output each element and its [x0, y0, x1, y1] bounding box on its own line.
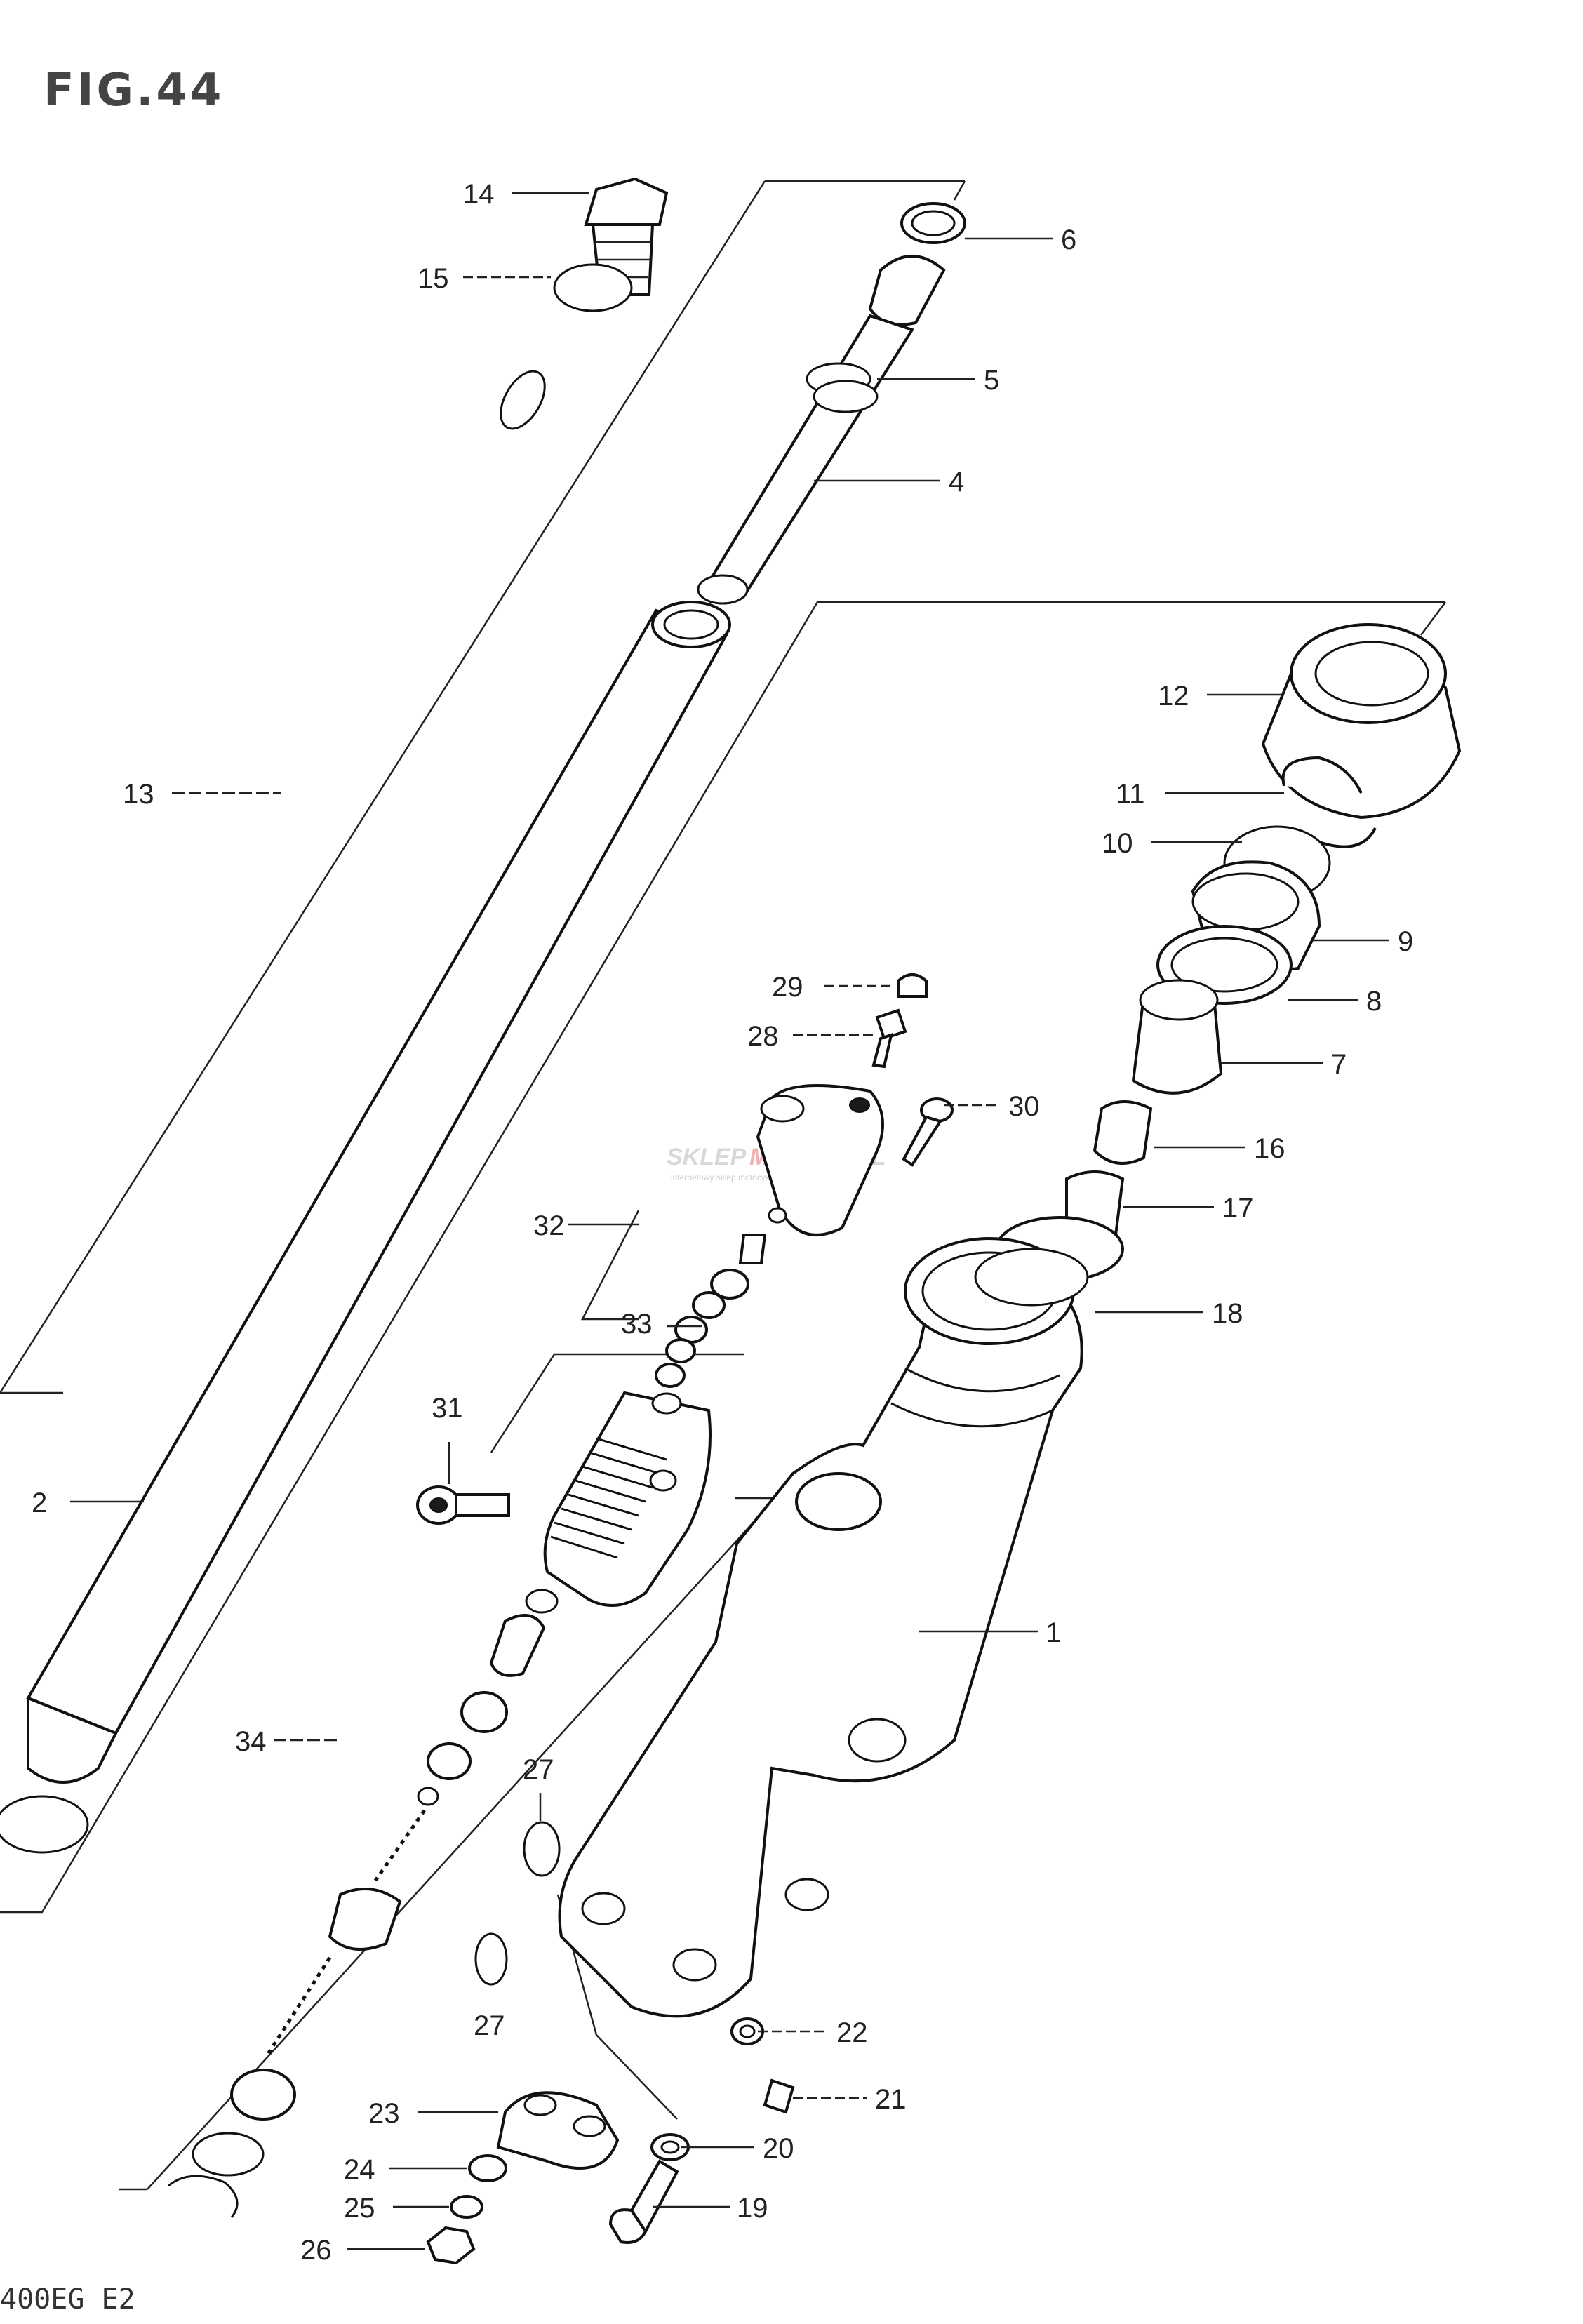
part-31-bolt	[416, 1485, 510, 1525]
part-2-inner-tube	[0, 601, 731, 1854]
callout-4: 4	[949, 467, 964, 497]
part-12-dust-seal	[1261, 623, 1462, 820]
callout-13: 13	[123, 779, 154, 810]
part-27-o-ring-a	[523, 1821, 561, 1877]
part-4-damper-rod	[697, 255, 946, 605]
part-32-housing	[756, 1084, 884, 1236]
callout-30: 30	[1008, 1091, 1040, 1122]
part-27-o-ring-b	[474, 1932, 508, 1986]
part-21-bolt	[763, 2078, 795, 2114]
model-code: 400EG E2	[0, 2283, 135, 2316]
part-5-piston-ring	[806, 362, 879, 413]
callout-25: 25	[344, 2193, 375, 2224]
part-15-o-ring	[553, 263, 633, 312]
part-33-valve-stack	[655, 1207, 787, 1388]
part-18-seal	[974, 1248, 1089, 1307]
callout-28: 28	[747, 1021, 779, 1052]
callout-24: 24	[344, 2154, 375, 2185]
callout-labels: 1 2 4 5 6 7 8 9 10 11 12 13 14 15 16 17 …	[32, 179, 1413, 2266]
callout-31: 31	[432, 1393, 463, 1424]
callout-17: 17	[1222, 1193, 1254, 1224]
callout-32: 32	[533, 1210, 565, 1241]
part-22-washer	[730, 2017, 764, 2045]
leader-lines	[70, 192, 1389, 2250]
callout-9: 9	[1398, 926, 1413, 957]
callout-26: 26	[300, 2235, 332, 2266]
callout-23: 23	[368, 2098, 400, 2129]
callout-8: 8	[1366, 986, 1382, 1017]
part-28-bleeder	[871, 1008, 907, 1069]
callout-34: 34	[235, 1726, 267, 1757]
callout-18: 18	[1212, 1298, 1243, 1329]
callout-15: 15	[418, 263, 449, 294]
part-11-snap-ring	[1281, 756, 1377, 848]
callout-11: 11	[1116, 779, 1145, 810]
part-13-fork-spring	[0, 370, 546, 1322]
callout-12: 12	[1158, 681, 1189, 712]
callout-29: 29	[772, 972, 803, 1003]
callout-27-upper: 27	[523, 1754, 554, 1785]
callout-27-lower: 27	[474, 2010, 505, 2041]
callout-21: 21	[875, 2084, 907, 2115]
part-16-cap	[1093, 1100, 1153, 1165]
callout-10: 10	[1102, 828, 1133, 859]
part-24-washer	[468, 2154, 507, 2182]
callout-7: 7	[1331, 1049, 1347, 1080]
part-26-nut	[426, 2226, 476, 2265]
callout-1: 1	[1046, 1617, 1061, 1648]
group-bracket-lines	[0, 180, 1447, 2191]
part-34-damper-body	[168, 1391, 712, 2218]
part-7-bushing	[1131, 979, 1223, 1095]
callout-5: 5	[984, 365, 999, 396]
part-29-cap	[897, 973, 928, 998]
callout-14: 14	[463, 179, 495, 210]
callout-22: 22	[836, 2017, 868, 2048]
callout-6: 6	[1061, 225, 1076, 255]
part-30-screw	[902, 1097, 954, 1167]
callout-33: 33	[621, 1309, 653, 1340]
part-23-axle-holder	[496, 2091, 620, 2170]
watermark-tagline: internetowy sklep motocyklowy	[671, 1173, 787, 1182]
part-19-bolt	[608, 2159, 679, 2244]
part-25-spring-washer	[450, 2195, 483, 2219]
callout-19: 19	[737, 2193, 768, 2224]
part-6-bushing	[900, 202, 966, 244]
callout-16: 16	[1254, 1133, 1285, 1164]
figure-title: FIG.44	[44, 65, 224, 116]
callout-20: 20	[763, 2133, 794, 2164]
callout-2: 2	[32, 1488, 47, 1518]
watermark-brand-part1: SKLEP	[667, 1144, 747, 1170]
